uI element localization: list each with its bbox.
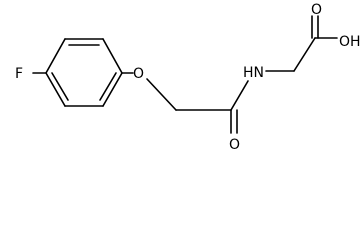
atom-hydroxyl-label: OH: [339, 34, 361, 50]
atom-acid-carbonyl-oxygen-label: O: [311, 2, 322, 18]
ring-double-bond-left: [51, 72, 69, 101]
chemical-structure-diagram: F O HN O O OH: [15, 2, 361, 153]
ring-bond-c3-c4: [102, 72, 123, 107]
atom-ether-oxygen-label: O: [133, 66, 144, 82]
bonds: [32, 15, 338, 134]
atom-fluorine-label: F: [15, 66, 23, 82]
bond-ch2-acid-carbon: [293, 37, 316, 72]
ring-bond-c5-c6: [45, 72, 66, 107]
bond-carbonyl-carbon-nitrogen: [230, 80, 249, 111]
ring-bond-c2-c3: [102, 38, 123, 74]
atom-labels: F O HN O O OH: [15, 2, 361, 153]
atom-amide-nitrogen-label: HN: [243, 65, 264, 81]
ring-bond-c6-c1: [45, 38, 66, 74]
bond-ether-oxygen-ch2: [146, 78, 177, 111]
atom-carbonyl-oxygen-label: O: [229, 137, 240, 153]
ring-double-bond-right: [99, 72, 117, 101]
